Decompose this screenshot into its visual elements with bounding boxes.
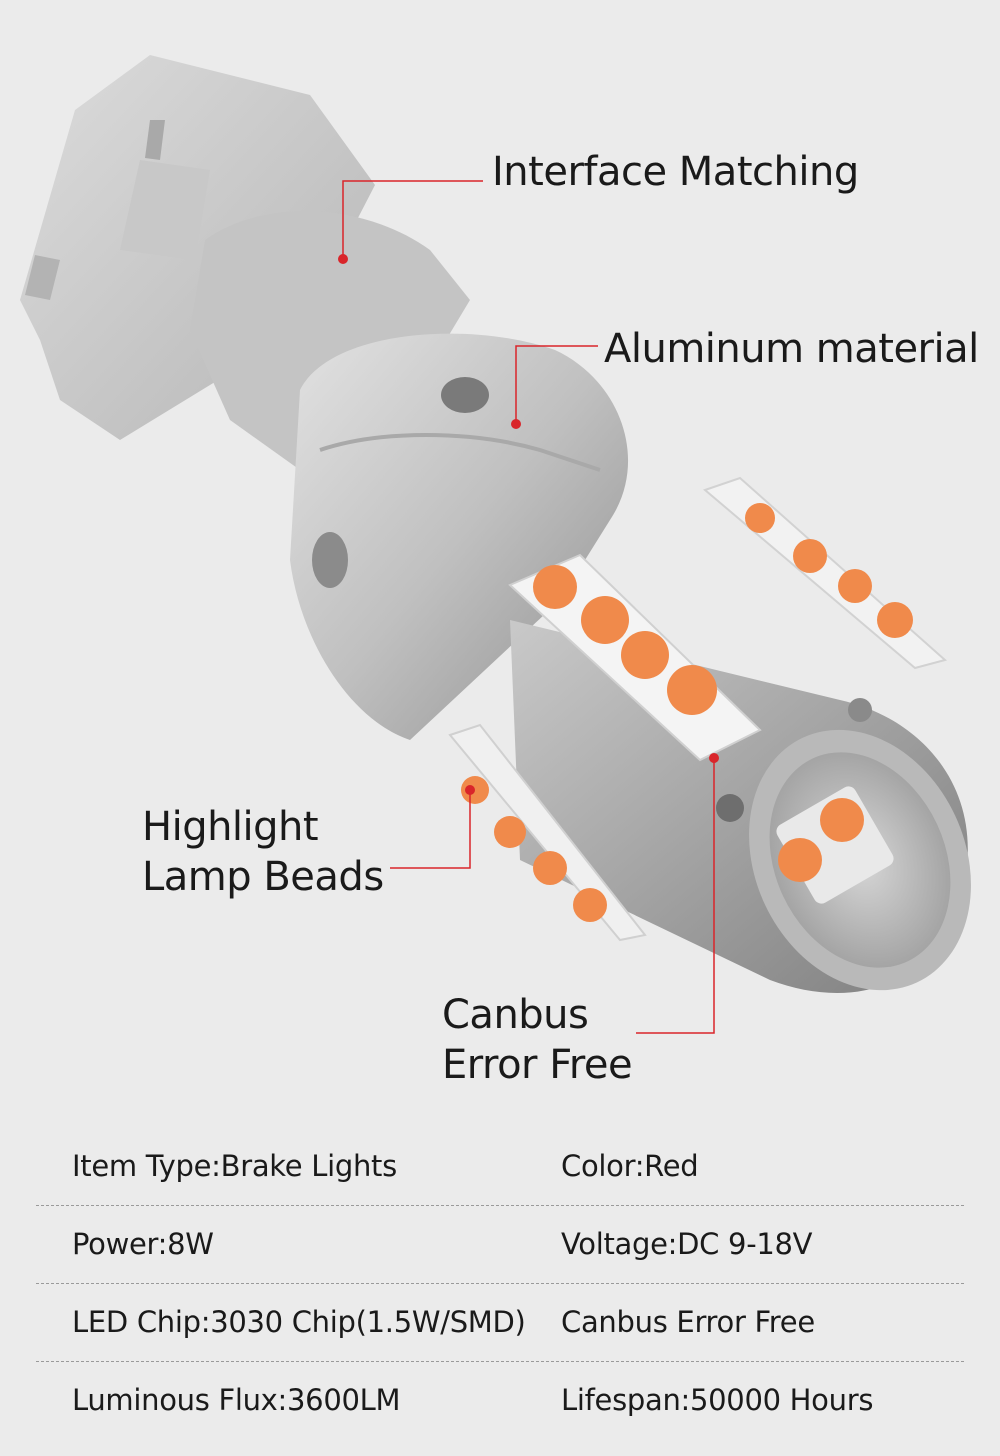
spec-row: Item Type:Brake Lights Color:Red: [36, 1128, 964, 1206]
spec-luminous-flux: Luminous Flux:3600LM: [72, 1383, 401, 1417]
spec-row: LED Chip:3030 Chip(1.5W/SMD) Canbus Erro…: [36, 1284, 964, 1362]
spec-row: Power:8W Voltage:DC 9-18V: [36, 1206, 964, 1284]
spec-item-type: Item Type:Brake Lights: [72, 1149, 397, 1183]
aluminum-body: [290, 333, 629, 740]
callout-aluminum-material: Aluminum material: [604, 326, 979, 372]
spec-voltage: Voltage:DC 9-18V: [561, 1227, 813, 1261]
callout-highlight-lamp-beads: Highlight Lamp Beads: [142, 804, 384, 900]
spec-led-chip: LED Chip:3030 Chip(1.5W/SMD): [72, 1305, 526, 1339]
front-cylinder: [510, 620, 971, 994]
callout-canbus-error-free: Canbus Error Free: [442, 992, 633, 1088]
spec-color: Color:Red: [561, 1149, 699, 1183]
spec-canbus: Canbus Error Free: [561, 1305, 815, 1339]
led-strip-right: [703, 476, 948, 670]
spec-power: Power:8W: [72, 1227, 214, 1261]
led-strip-left: [448, 723, 647, 942]
callout-interface-matching: Interface Matching: [492, 149, 859, 195]
led-strip-main: [508, 553, 762, 762]
spec-row: Luminous Flux:3600LM Lifespan:50000 Hour…: [36, 1362, 964, 1439]
callout-dots: [338, 254, 719, 795]
callout-lines: [342, 180, 715, 1034]
led-bulb-illustration: [20, 55, 971, 1034]
spec-table: Item Type:Brake Lights Color:Red Power:8…: [36, 1128, 964, 1439]
spec-lifespan: Lifespan:50000 Hours: [561, 1383, 874, 1417]
